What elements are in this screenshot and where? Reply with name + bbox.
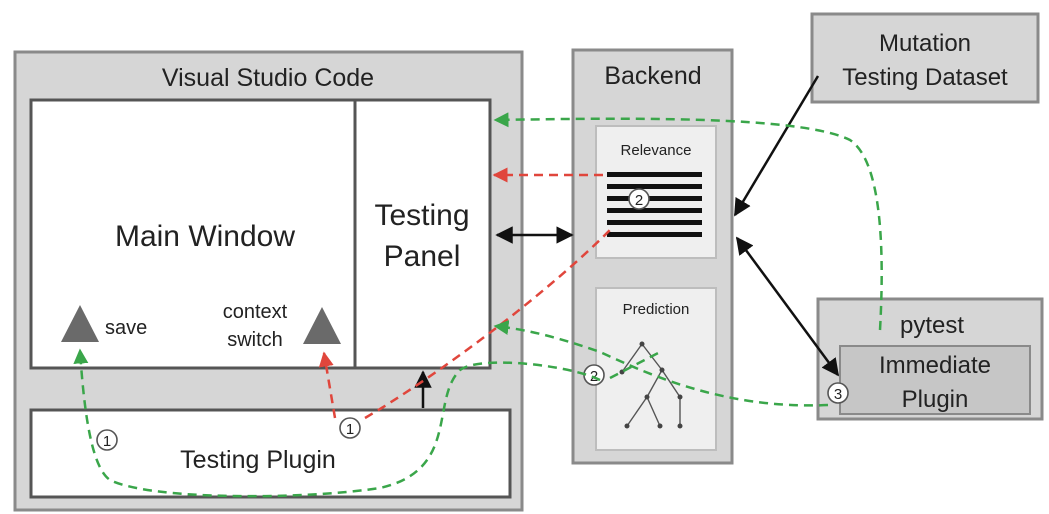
step-2-relevance-marker [628,188,650,210]
step-3-marker [827,382,849,404]
context-switch-label-1: context [223,301,288,323]
pytest-to-panel-green-arrow [493,112,883,331]
relevance-label: Relevance [621,142,692,159]
solid-arrows [414,75,840,408]
pytest-box: pytest Immediate Plugin 3 [816,297,1044,421]
testing-panel: Testing Panel [374,199,469,273]
testing-plugin: Testing Plugin [29,408,512,499]
vscode-container: Visual Studio Code Main Window Testing P… [13,50,524,512]
prediction-label: Prediction [623,301,690,318]
dataset-to-backend-arrow [733,75,820,217]
step-1-context-marker [339,417,361,439]
save-triangle-icon [61,305,99,342]
step-3-number: 3 [834,386,842,403]
prediction-box: Prediction 2 [583,287,717,451]
immediate-plugin-label-1: Immediate [879,352,991,379]
save-label: save [105,317,147,339]
context-switch-red-arrow [318,351,337,419]
step-1-save-marker [96,429,118,451]
step-1-markers: 1 1 [96,417,361,451]
dataset-label-1: Mutation [879,30,971,57]
step-2-relevance-number: 2 [635,192,643,209]
pytest-prediction-to-panel-green-arrow [493,320,829,407]
testing-plugin-label: Testing Plugin [180,446,336,474]
main-window: Main Window [29,98,492,370]
pytest-backend-arrow [735,236,840,377]
context-switch-event: context switch [223,301,341,351]
step-1-context-number: 1 [346,421,354,438]
testing-panel-label-2: Panel [384,240,461,273]
context-switch-triangle-icon [303,307,341,344]
context-switch-label-2: switch [227,329,283,351]
vscode-title: Visual Studio Code [162,64,374,92]
prediction-tail-green-line [609,350,661,380]
backend-title: Backend [604,62,701,90]
red-dashed-arrows [318,167,611,420]
immediate-plugin-box: Immediate Plugin [839,345,1031,415]
backend-container: Backend Relevance 2 Prediction [571,48,734,465]
dataset-box: Mutation Testing Dataset [810,12,1040,104]
step-1-save-number: 1 [103,433,111,450]
ranked-list-icon [607,172,702,237]
testing-panel-label-1: Testing [374,199,469,232]
pytest-title: pytest [900,312,964,339]
save-event: save [61,305,147,342]
plugin-to-relevance-red-line [364,229,611,420]
immediate-plugin-label-2: Plugin [902,386,969,413]
dataset-label-2: Testing Dataset [842,64,1008,91]
green-dashed-arrows [73,112,883,498]
relevance-box: Relevance 2 [595,125,717,259]
main-window-label: Main Window [115,220,295,253]
